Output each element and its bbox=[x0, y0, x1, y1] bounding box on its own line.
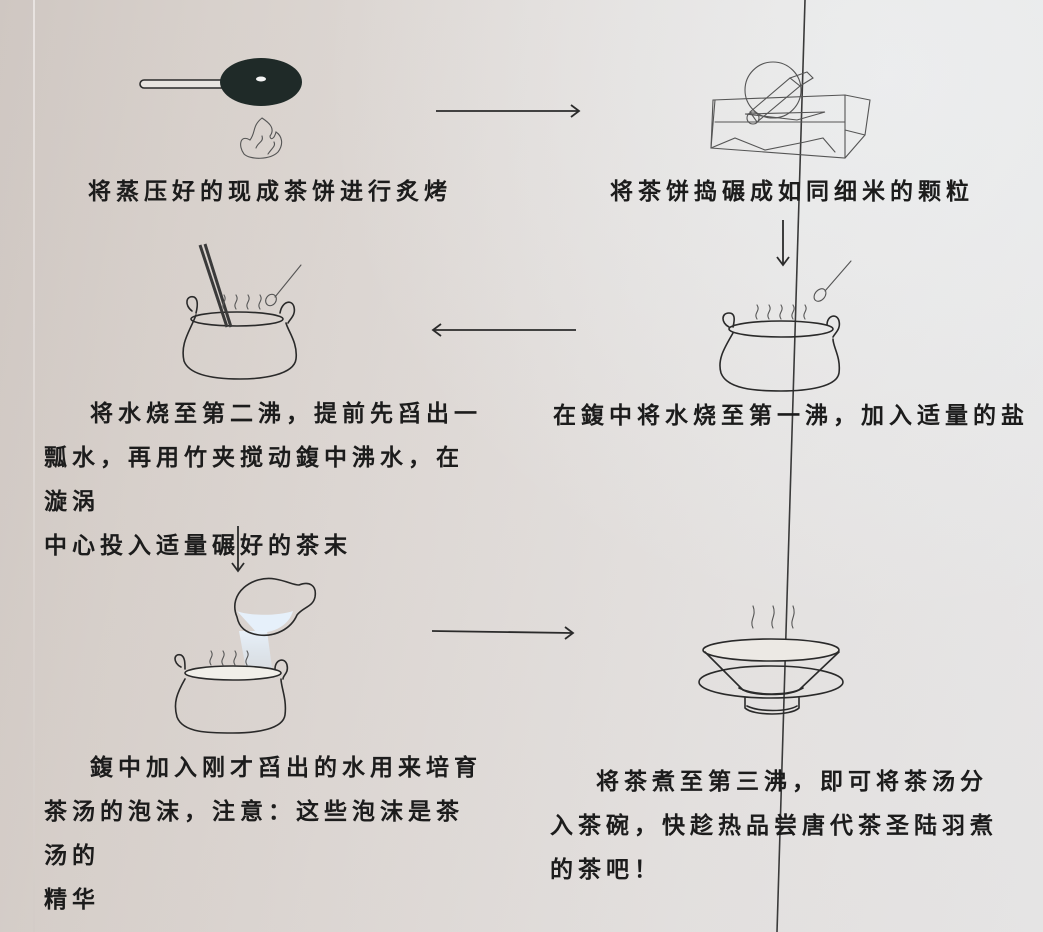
arrow-down-2-to-3-icon bbox=[776, 220, 790, 267]
step-6-caption-line-1: 将茶煮至第三沸，即可将茶汤分 bbox=[596, 768, 988, 795]
step-5-caption-line-3: 精华 bbox=[44, 886, 100, 913]
step-3-caption: 在鍑中将水烧至第一沸，加入适量的盐 bbox=[553, 402, 1029, 429]
step-2-caption: 将茶饼捣碾成如同细米的颗粒 bbox=[610, 178, 974, 205]
step-6-caption: 将茶煮至第三沸，即可将茶汤分入茶碗，快趁热品尝唐代茶圣陆羽煮的茶吧！ bbox=[550, 760, 1010, 892]
step-4-caption-line-1: 将水烧至第二沸，提前先舀出一 bbox=[90, 400, 482, 427]
pan-over-fire-icon bbox=[139, 58, 302, 159]
panel-seam-left bbox=[33, 0, 35, 932]
step-6-caption-line-2: 入茶碗，快趁热品尝唐代茶圣陆羽煮 bbox=[550, 812, 998, 839]
cauldron-with-bamboo-tongs-icon bbox=[182, 243, 302, 380]
step-5-caption-line-1: 鍑中加入刚才舀出的水用来培育 bbox=[90, 754, 482, 781]
step-4-caption-line-2: 瓢水，再用竹夹搅动鍑中沸水，在漩涡 bbox=[44, 444, 464, 515]
step-1-caption: 将蒸压好的现成茶饼进行炙烤 bbox=[88, 178, 452, 205]
cauldron-with-salt-spoon-icon bbox=[719, 260, 852, 392]
tea-bowl-on-saucer-icon bbox=[698, 605, 844, 715]
arrow-right-1-to-2-icon bbox=[436, 104, 581, 118]
step-5-caption-line-2: 茶汤的泡沫，注意：这些泡沫是茶汤的 bbox=[44, 798, 464, 869]
step-5-caption: 鍑中加入刚才舀出的水用来培育茶汤的泡沫，注意：这些泡沫是茶汤的精华 bbox=[44, 746, 484, 922]
arrow-left-3-to-4-icon bbox=[431, 323, 576, 337]
tea-grinder-icon bbox=[710, 61, 871, 159]
arrow-down-4-to-5-icon bbox=[231, 526, 245, 573]
step-6-caption-line-3: 的茶吧！ bbox=[550, 856, 662, 883]
step-4-caption-line-3: 中心投入适量碾好的茶末 bbox=[44, 532, 352, 559]
ladle-pouring-into-cauldron-icon bbox=[174, 577, 317, 734]
arrow-right-5-to-6-icon bbox=[431, 626, 575, 640]
step-4-caption: 将水烧至第二沸，提前先舀出一瓢水，再用竹夹搅动鍑中沸水，在漩涡中心投入适量碾好的… bbox=[44, 392, 484, 568]
